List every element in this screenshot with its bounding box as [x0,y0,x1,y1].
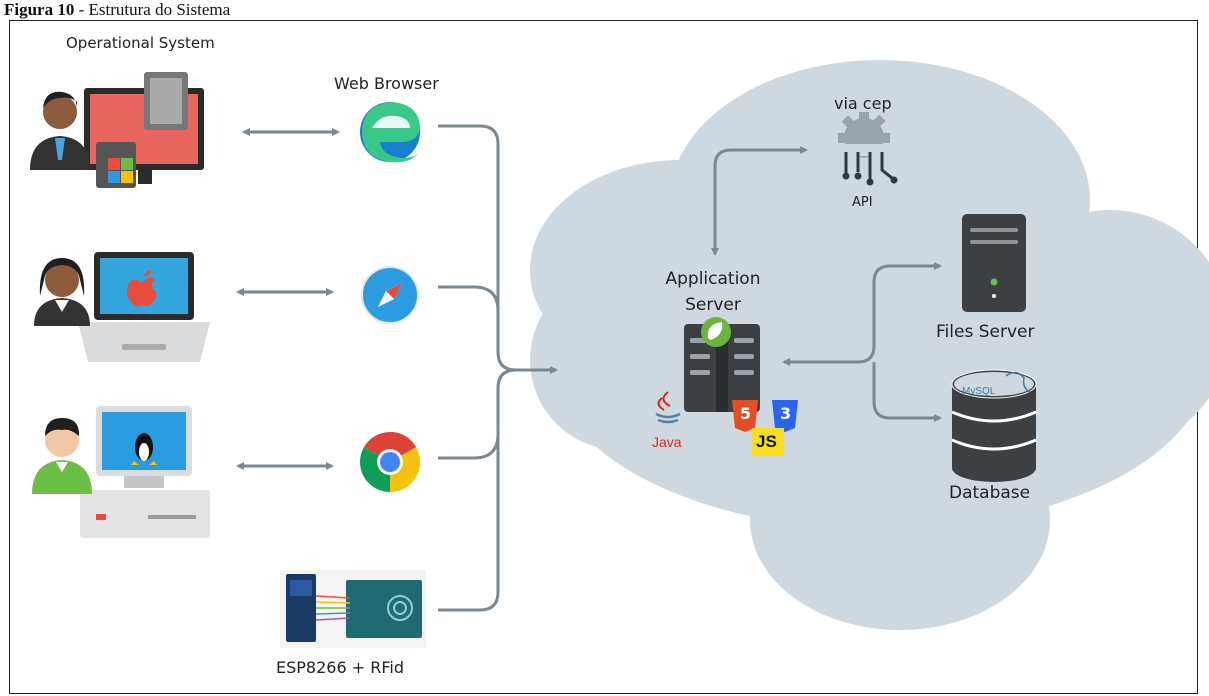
chrome-icon [359,431,421,492]
mysql-label: MySQL [962,386,996,397]
figure-label: Figura 10 [4,0,75,19]
client-connections [438,124,558,612]
spring-icon [701,317,731,347]
files-server-label: Files Server [936,322,1035,342]
figure-title: - Estrutura do Sistema [74,0,231,19]
edge-icon [360,102,420,163]
mysql-database-icon [951,369,1037,482]
web-browser-label: Web Browser [334,74,439,93]
application-server-label: Application Server [665,269,761,315]
html5-icon [732,400,758,432]
esp-rfid-board-icon [280,570,426,648]
via-cep-label: via cep [834,94,892,113]
safari-icon [361,266,419,324]
esp-rfid-label: ESP8266 + RFid [276,658,404,677]
java-label: Java [652,434,682,450]
css3-label: 3 [780,404,792,423]
operational-system-label: Operational System [66,34,215,52]
files-server-icon [962,214,1026,312]
linux-user-icon [32,406,210,538]
js-label: JS [756,432,777,451]
server-api-link [711,146,808,256]
css3-icon [772,400,798,432]
html5-label: 5 [740,404,752,423]
server-storage-links [782,262,942,422]
windows-user-icon [30,72,204,188]
js-icon [752,428,784,456]
cloud-background [530,60,1209,630]
api-label: API [852,195,873,210]
mac-user-icon [34,252,210,362]
app-server-icon [684,324,760,412]
figure-caption: Figura 10 - Estrutura do Sistema [4,0,230,20]
java-icon [655,391,681,424]
database-label: Database [949,483,1031,503]
